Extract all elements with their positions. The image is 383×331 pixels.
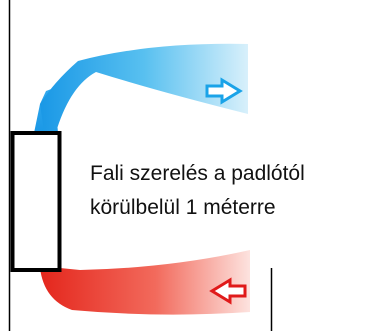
warm-air-stream bbox=[40, 250, 250, 315]
caption-line-1: Fali szerelés a padlótól bbox=[90, 162, 305, 185]
caption-line-2: körülbelül 1 méterre bbox=[90, 196, 276, 219]
cool-air-stream bbox=[40, 43, 248, 132]
unit-outline bbox=[10, 131, 62, 272]
lower-arrow-left-icon bbox=[209, 277, 247, 305]
mounting-caption: Fali szerelés a padlótól körülbelül 1 mé… bbox=[90, 157, 305, 225]
upper-arrow-right-icon bbox=[205, 77, 243, 105]
